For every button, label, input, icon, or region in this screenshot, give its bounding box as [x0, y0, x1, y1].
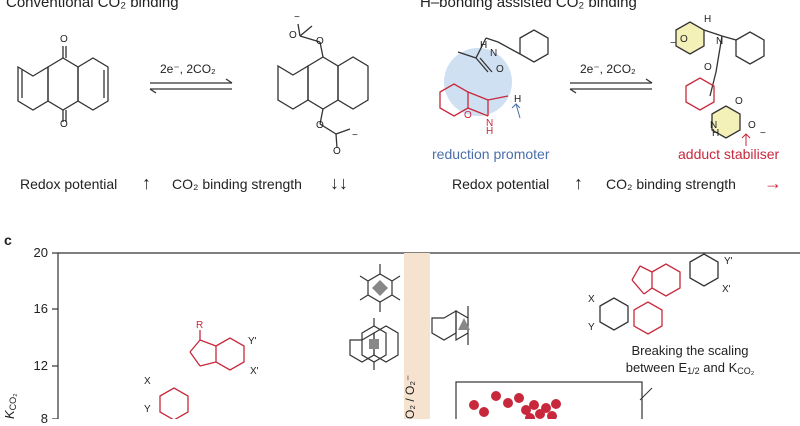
- indigo-x: X: [588, 294, 595, 305]
- isatin-y-prime: Y': [248, 336, 257, 347]
- isatin-x-prime: X': [250, 366, 259, 377]
- indigo-h-top: H: [480, 40, 488, 51]
- square-marker: [369, 339, 379, 349]
- adduct-n-1: N: [716, 36, 724, 47]
- diamond-marker: [372, 280, 388, 296]
- dicarbonate-structure: [277, 23, 369, 149]
- left-binding-arrows: ↓↓: [330, 173, 348, 193]
- dc-o-4: O: [316, 120, 324, 131]
- indigo-top-structure: [631, 263, 681, 335]
- annotation-box: [455, 381, 643, 419]
- dc-minus-2: −: [352, 130, 358, 141]
- adduct-o-2: O: [704, 62, 712, 73]
- y-tick-16: 16: [33, 301, 48, 316]
- y-tick-12: 12: [33, 358, 48, 373]
- isatin-r: R: [196, 320, 204, 331]
- aq-o-bottom: O: [60, 119, 68, 130]
- left-binding-label: CO₂ binding strength: [172, 176, 302, 192]
- dc-o-1: O: [289, 30, 297, 41]
- indigo-structure: [439, 29, 549, 119]
- naphthoquinone-icon: [431, 306, 469, 345]
- indigo-n-top: N: [490, 48, 498, 59]
- y-axis-label: KCO₂: [2, 393, 18, 419]
- left-redox-label: Redox potential: [20, 176, 118, 192]
- indigo-y-prime: Y': [724, 256, 733, 267]
- left-arrow-label: 2e⁻, 2CO₂: [160, 62, 216, 76]
- data-points: [469, 391, 561, 419]
- band-label: O₂ / O₂⁻: [403, 374, 417, 419]
- anthraquinone-icon: [349, 318, 399, 370]
- right-arrow-label: 2e⁻, 2CO₂: [580, 62, 636, 76]
- dc-o-2: O: [316, 36, 324, 47]
- indigo-o-bottom: O: [464, 110, 472, 121]
- adduct-minus-2: −: [760, 128, 766, 139]
- adduct-h-1: H: [704, 14, 712, 25]
- adduct-n-2: N: [710, 120, 718, 131]
- adduct-stabiliser-label: adduct stabiliser: [678, 146, 780, 162]
- aq-o-top: O: [60, 34, 68, 45]
- y-axis-k: K: [2, 410, 17, 419]
- dc-o-3: O: [333, 146, 341, 157]
- annotation-line-1: Breaking the scaling: [631, 343, 749, 358]
- adduct-structure: [675, 21, 765, 139]
- right-redox-arrow: ↑: [574, 173, 583, 193]
- equilibrium-arrow-left: [149, 78, 233, 94]
- indigo-y: Y: [588, 322, 595, 333]
- equilibrium-arrow-right: [569, 78, 653, 94]
- right-redox-label: Redox potential: [452, 176, 550, 192]
- adduct-h-2: H: [712, 128, 720, 139]
- right-binding-label: CO₂ binding strength: [606, 176, 736, 192]
- indigo-o-top: O: [496, 64, 504, 75]
- adduct-minus-1: −: [670, 38, 676, 49]
- y-axis-sub: CO₂: [8, 393, 18, 411]
- y-tick-20: 20: [33, 245, 48, 260]
- indigo-n-bottom: N: [486, 118, 494, 129]
- isatin-y: Y: [144, 404, 151, 415]
- right-title: H–bonding assisted CO₂ binding: [420, 0, 637, 11]
- annotation-text: Breaking the scaling between E1/2 and KC…: [580, 342, 800, 380]
- isatin-x: X: [144, 376, 151, 387]
- indigo-x-prime: X': [722, 284, 731, 295]
- annotation-line-2: between E1/2 and KCO₂: [625, 360, 755, 376]
- left-title: Conventional CO₂ binding: [6, 0, 179, 11]
- anthraquinone-structure: [17, 46, 109, 122]
- adduct-o-4: O: [748, 120, 756, 131]
- adduct-o-1: O: [680, 34, 688, 45]
- indigo-h-right: H: [514, 94, 522, 105]
- reduction-promoter-label: reduction promoter: [432, 146, 550, 162]
- dc-minus-1: −: [294, 12, 300, 23]
- adduct-o-3: O: [735, 96, 743, 107]
- triangle-marker: [458, 318, 470, 330]
- left-redox-arrow: ↑: [142, 173, 151, 193]
- right-binding-arrow: →: [764, 173, 782, 193]
- isatin-structure: [159, 330, 245, 419]
- duroquinone-icon: [359, 264, 401, 312]
- indigo-h-bottom: H: [486, 126, 494, 137]
- panel-letter-c: c: [4, 232, 12, 248]
- oxygen-band: [404, 253, 430, 419]
